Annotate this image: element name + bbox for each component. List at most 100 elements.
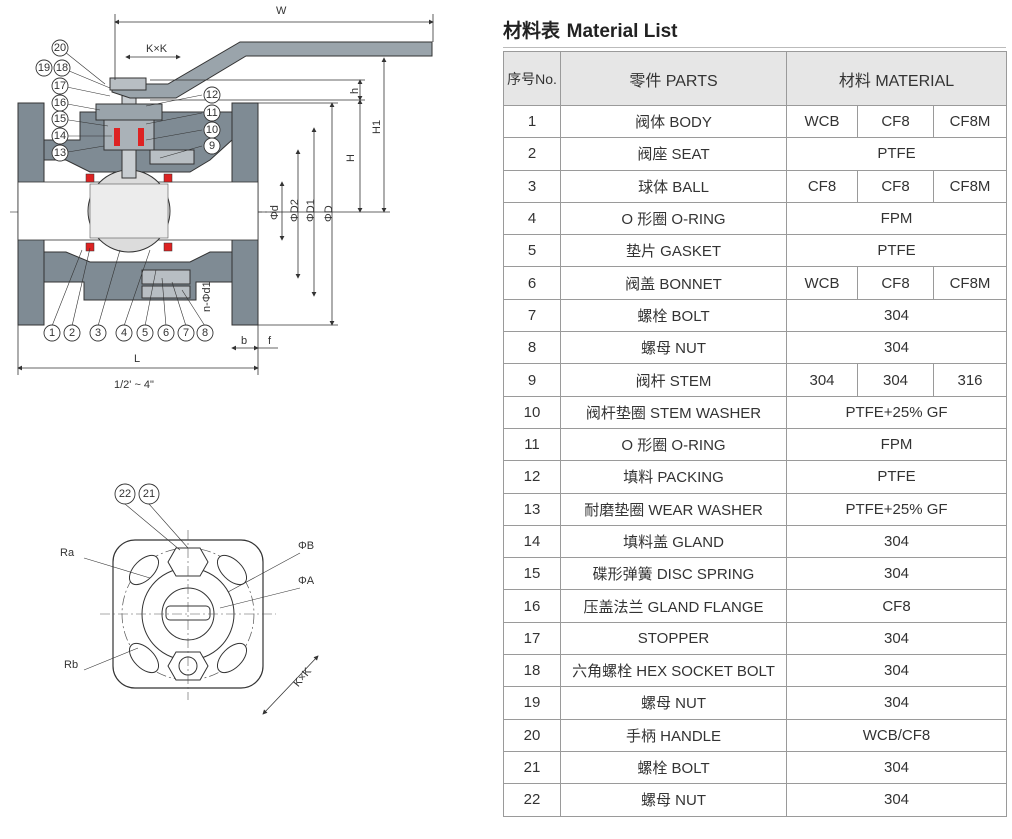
svg-text:6: 6 xyxy=(163,327,169,339)
callout-1: 1 xyxy=(43,324,61,342)
dim-d2: ΦD2 xyxy=(289,199,301,222)
material-cell: 304 xyxy=(857,363,934,397)
material-cell: CF8M xyxy=(932,104,1008,139)
callout-2: 2 xyxy=(63,324,81,342)
svg-text:9: 9 xyxy=(209,140,215,152)
callout-14: 14 xyxy=(51,127,69,145)
row-number: 8 xyxy=(503,331,561,365)
callout-bubbles: 20 19 18 17 16 15 14 13 12 11 10 9 1 2 3… xyxy=(35,39,221,342)
callout-20: 20 xyxy=(51,39,69,57)
svg-text:18: 18 xyxy=(56,62,68,74)
svg-text:5: 5 xyxy=(142,327,148,339)
callout-15: 15 xyxy=(51,110,69,128)
callout-22: 22 xyxy=(114,483,136,505)
part-name: 填料盖 GLAND xyxy=(560,524,787,559)
table-title: 材料表 Material List xyxy=(503,16,678,43)
dim-b: b xyxy=(241,335,247,347)
material-cell: FPM xyxy=(785,201,1008,236)
callout-18: 18 xyxy=(53,59,71,77)
dim-kxk: K×K xyxy=(146,43,168,55)
material-cell: CF8 xyxy=(857,169,934,203)
svg-text:10: 10 xyxy=(206,124,218,136)
callout-13: 13 xyxy=(51,144,69,162)
material-cell: 304 xyxy=(785,783,1008,817)
material-cell: FPM xyxy=(785,427,1008,462)
dim-h: h xyxy=(349,88,361,94)
row-number: 2 xyxy=(503,137,561,171)
row-number: 22 xyxy=(503,783,561,817)
title-divider xyxy=(503,47,1006,48)
header-no: 序号No. xyxy=(503,51,561,106)
material-cell: PTFE xyxy=(785,460,1008,494)
svg-text:22: 22 xyxy=(119,488,131,500)
row-number: 21 xyxy=(503,750,561,785)
material-cell: PTFE+25% GF xyxy=(785,395,1008,429)
material-cell: 304 xyxy=(785,750,1008,785)
row-number: 12 xyxy=(503,460,561,494)
dim-f: f xyxy=(268,335,272,347)
part-name: 六角螺栓 HEX SOCKET BOLT xyxy=(560,654,787,688)
row-number: 17 xyxy=(503,621,561,656)
material-cell: PTFE xyxy=(785,137,1008,171)
table-title-cn: 材料表 xyxy=(503,20,561,42)
material-cell: PTFE+25% GF xyxy=(785,492,1008,526)
material-cell: WCB xyxy=(786,104,858,139)
part-name: 螺母 NUT xyxy=(560,783,787,817)
part-name: O 形圈 O-RING xyxy=(560,427,787,462)
callout-5: 5 xyxy=(136,324,154,342)
header-parts: 零件 PARTS xyxy=(560,51,787,106)
row-number: 16 xyxy=(503,589,561,623)
part-name: 阀杆垫圈 STEM WASHER xyxy=(560,395,787,429)
dim-d: Φd xyxy=(269,205,281,220)
svg-text:14: 14 xyxy=(54,130,66,142)
row-number: 9 xyxy=(503,363,561,397)
dim-d-big: ΦD xyxy=(323,205,335,222)
valve-section-view xyxy=(10,41,433,326)
material-cell: 304 xyxy=(785,298,1008,333)
callout-17: 17 xyxy=(51,77,69,95)
part-name: 阀体 BODY xyxy=(560,104,787,139)
row-number: 11 xyxy=(503,427,561,462)
part-name: 阀盖 BONNET xyxy=(560,266,787,300)
part-name: 碟形弹簧 DISC SPRING xyxy=(560,557,787,591)
dim-l: L xyxy=(134,353,140,365)
part-name: 螺母 NUT xyxy=(560,686,787,720)
callout-8: 8 xyxy=(196,324,214,342)
row-number: 19 xyxy=(503,686,561,720)
material-cell: 304 xyxy=(785,686,1008,720)
material-cell: CF8 xyxy=(857,266,934,300)
callout-9: 9 xyxy=(203,137,221,155)
callout-4: 4 xyxy=(115,324,133,342)
row-number: 3 xyxy=(503,169,561,203)
svg-text:3: 3 xyxy=(95,327,101,339)
callout-16: 16 xyxy=(51,94,69,112)
dim-h1: H1 xyxy=(371,120,383,134)
material-cell: 304 xyxy=(785,621,1008,656)
row-number: 20 xyxy=(503,718,561,752)
material-cell: 316 xyxy=(932,363,1008,397)
svg-text:8: 8 xyxy=(202,327,208,339)
row-number: 5 xyxy=(503,234,561,268)
svg-text:2: 2 xyxy=(69,327,75,339)
callout-6: 6 xyxy=(157,324,175,342)
callout-7: 7 xyxy=(177,324,195,342)
dim-w: W xyxy=(276,5,287,17)
svg-text:20: 20 xyxy=(54,42,66,54)
callout-10: 10 xyxy=(203,121,221,139)
row-number: 15 xyxy=(503,557,561,591)
part-name: 球体 BALL xyxy=(560,169,787,203)
valve-technical-drawing: W K×K h H1 H Φd ΦD2 ΦD1 ΦD n-Φd1 b f L 1… xyxy=(10,5,434,715)
table-title-en: Material List xyxy=(566,21,678,42)
material-cell: 304 xyxy=(785,654,1008,688)
